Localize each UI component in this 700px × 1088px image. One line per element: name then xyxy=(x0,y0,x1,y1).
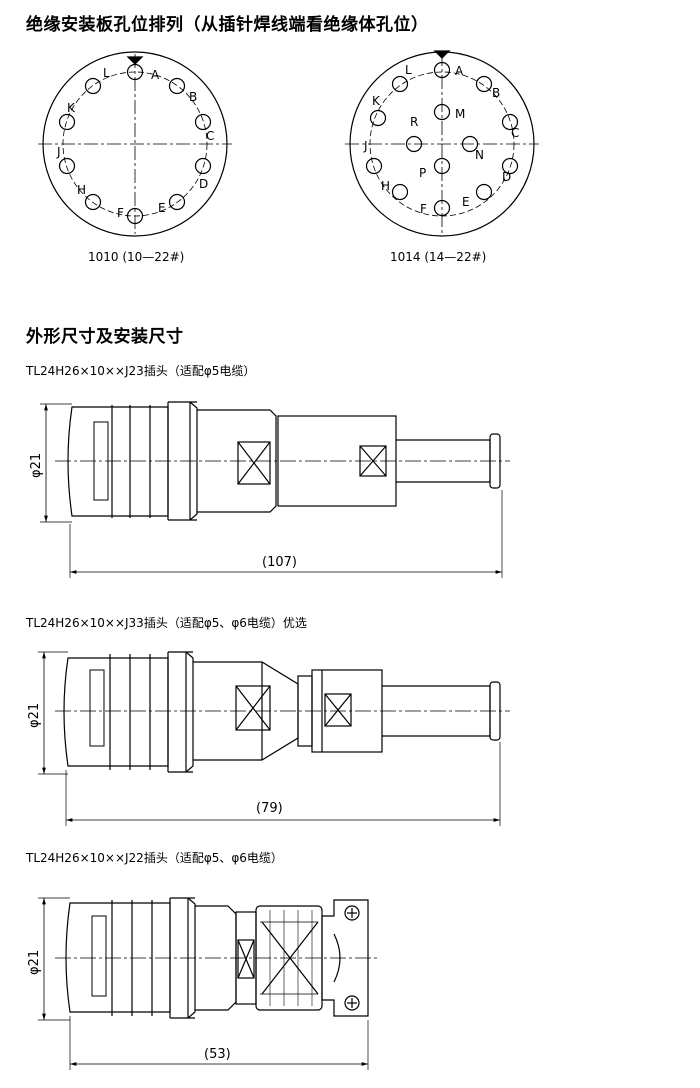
pin-label: L xyxy=(103,66,110,80)
plug-j23-drawing xyxy=(40,401,510,578)
pin-layout-1014 xyxy=(345,50,539,237)
pin-label: M xyxy=(455,107,465,121)
pin-label: C xyxy=(511,126,519,140)
pin-labels-1010: A B C D E F H J K L xyxy=(56,66,214,220)
pin-label: D xyxy=(502,170,511,184)
pin-label: R xyxy=(410,115,418,129)
pin-label: A xyxy=(455,64,464,78)
caption-1014: 1014 (14—22#) xyxy=(390,250,487,264)
pin-label: P xyxy=(419,166,426,180)
pin-label: D xyxy=(199,177,208,191)
pin-label: K xyxy=(372,94,381,108)
pin-label: K xyxy=(67,101,76,115)
pin-label: N xyxy=(475,148,484,162)
caption-plug-j33: TL24H26×10××J33插头（适配φ5、φ6电缆）优选 xyxy=(26,616,307,630)
section-title-pin-layout: 绝缘安装板孔位排列（从插针焊线端看绝缘体孔位） xyxy=(26,15,429,35)
pin-layout-1010 xyxy=(38,51,232,237)
pin-label: H xyxy=(381,179,390,193)
pin-labels-1014: A B C D E F H J K L M N P R xyxy=(363,63,519,216)
section-title-dimensions: 外形尺寸及安装尺寸 xyxy=(26,327,184,347)
pin-label: L xyxy=(405,63,412,77)
length-label-j22: (53) xyxy=(204,1047,231,1062)
pin-label: B xyxy=(492,86,500,100)
pin-label: E xyxy=(462,195,470,209)
diameter-label-j22: φ21 xyxy=(27,950,42,975)
pin-label: H xyxy=(77,183,86,197)
caption-plug-j22: TL24H26×10××J22插头（适配φ5、φ6电缆） xyxy=(26,851,283,865)
pin-label: F xyxy=(117,206,124,220)
caption-1010: 1010 (10—22#) xyxy=(88,250,185,264)
pin-label: J xyxy=(363,139,368,153)
caption-plug-j23: TL24H26×10××J23插头（适配φ5电缆） xyxy=(26,364,256,378)
plug-j22-drawing xyxy=(38,897,380,1070)
pin-label: B xyxy=(189,90,197,104)
pin-label: F xyxy=(420,202,427,216)
pin-label: A xyxy=(151,68,160,82)
dimension-labels: φ21 (107) φ21 (79) φ21 (53) xyxy=(27,453,297,1062)
pin-label: J xyxy=(56,145,61,159)
pin-label: E xyxy=(158,201,166,215)
length-label-j23: (107) xyxy=(262,555,297,570)
plug-j33-drawing xyxy=(38,651,510,826)
length-label-j33: (79) xyxy=(256,801,283,816)
diameter-label-j33: φ21 xyxy=(27,703,42,728)
pin-label: C xyxy=(206,129,214,143)
diameter-label-j23: φ21 xyxy=(29,453,44,478)
